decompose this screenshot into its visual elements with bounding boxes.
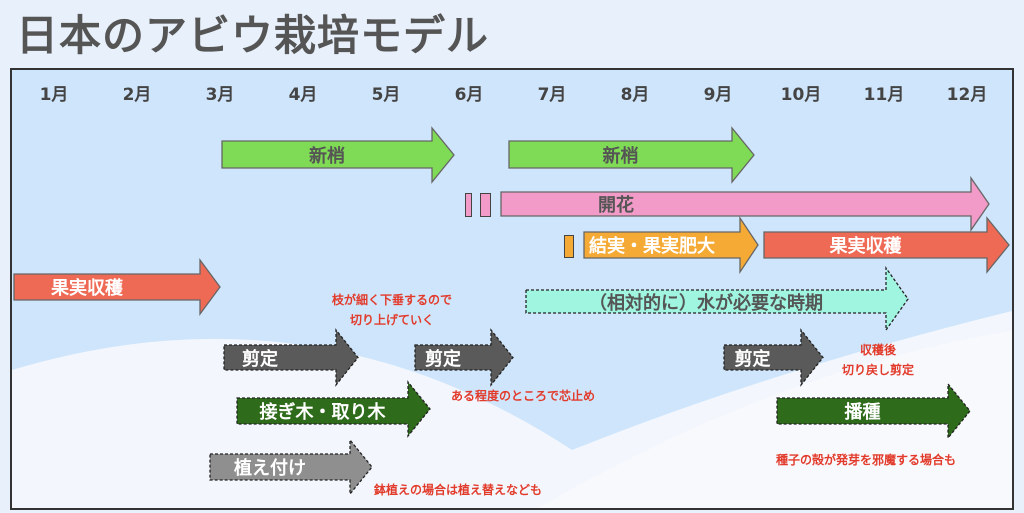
bloom-mark-1 (465, 193, 472, 217)
arrow-label: 接ぎ木・取り木 (259, 402, 386, 423)
note-branch: 枝が細く下垂するので 切り上げていく (332, 293, 453, 327)
month-label: 11月 (863, 85, 905, 105)
month-label: 9月 (703, 85, 733, 105)
arrow-label: 播種 (844, 402, 881, 423)
arrow-sentei-1: 剪定 (223, 328, 359, 387)
arrow-hashu: 播種 (776, 382, 971, 440)
arrow-shukaku-late: 果実収穫 (763, 216, 1010, 274)
arrow-label: 新梢 (602, 145, 639, 167)
note-pot: 鉢植えの場合は植え替えなども (374, 483, 543, 497)
arrow-label: 剪定 (734, 348, 771, 370)
arrow-label: 剪定 (425, 348, 461, 370)
arrow-label: 果実収穫 (829, 236, 902, 257)
month-label: 8月 (620, 85, 650, 105)
month-label: 3月 (205, 85, 235, 105)
arrow-label: 植え付け (234, 458, 306, 479)
arrow-label: 開花 (598, 195, 634, 216)
month-label: 10月 (780, 85, 822, 105)
arrow-uetsuke: 植え付け (209, 438, 373, 496)
month-label: 7月 (537, 85, 567, 105)
arrow-tsugiki: 接ぎ木・取り木 (236, 380, 431, 438)
arrow-sentei-3: 剪定 (723, 328, 824, 387)
arrow-sentei-2: 剪定 (414, 328, 514, 387)
arrow-kaika: 開花 (500, 175, 990, 233)
arrow-label: 新梢 (309, 145, 345, 167)
month-label: 2月 (122, 85, 152, 105)
arrow-shukaku-early: 果実収穫 (13, 258, 221, 316)
arrow-ketsujitsu: 結実・果実肥大 (583, 215, 759, 275)
arrow-label: 結実・果実肥大 (589, 236, 715, 257)
bloom-mark-2 (480, 193, 491, 217)
arrow-shinsho-1: 新梢 (221, 126, 455, 184)
month-label: 6月 (454, 85, 484, 105)
note-core: ある程度のところで芯止め (451, 389, 596, 403)
note-post-harvest: 収穫後 切り戻し剪定 (842, 343, 915, 377)
arrow-water: （相対的に）水が必要な時期 (525, 265, 909, 333)
month-label: 12月 (946, 85, 988, 105)
month-label: 1月 (39, 85, 69, 105)
arrow-label: 果実収穫 (51, 278, 123, 299)
note-seed: 種子の殻が発芽を邪魔する場合も (776, 453, 957, 467)
arrow-label: （相対的に）水が必要な時期 (589, 292, 823, 314)
fruit-mark (564, 235, 574, 258)
arrow-shinsho-2: 新梢 (508, 126, 755, 184)
page-title: 日本のアビウ栽培モデル (16, 11, 490, 60)
month-label: 4月 (288, 85, 318, 105)
arrow-label: 剪定 (242, 348, 278, 370)
month-label: 5月 (371, 85, 401, 105)
